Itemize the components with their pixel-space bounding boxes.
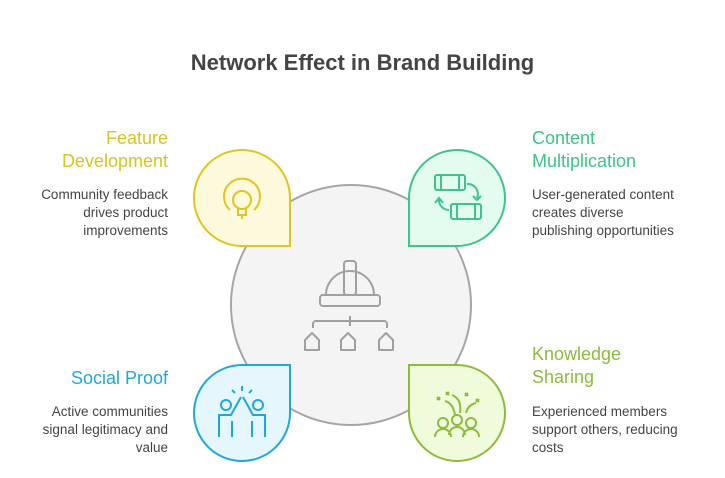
social-proof-title: Social Proof: [70, 368, 168, 388]
group-sharing-icon: [434, 391, 480, 438]
page-title: Network Effect in Brand Building: [190, 50, 535, 75]
feature-development-shape: [193, 149, 291, 247]
content-multiplication-shape: [408, 149, 506, 247]
content-exchange-icon: [434, 174, 482, 220]
high-five-icon: [218, 386, 266, 437]
social-proof-shape: [193, 364, 291, 462]
knowledge-sharing-shape: [408, 364, 506, 462]
gear-lightbulb-icon: [223, 177, 261, 219]
helmet-hierarchy-icon: [304, 260, 394, 351]
